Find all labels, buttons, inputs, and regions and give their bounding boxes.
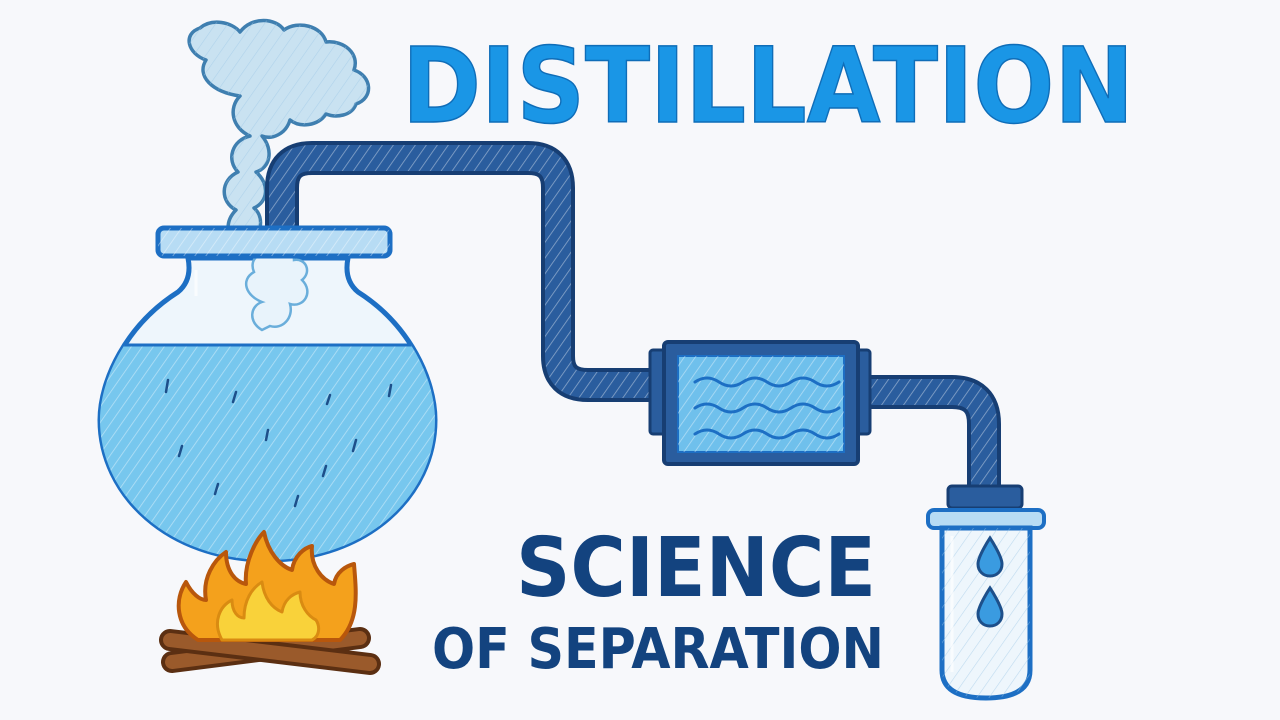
- page-title: DISTILLATION: [402, 25, 1134, 147]
- subtitle-science: SCIENCE: [516, 521, 876, 616]
- outlet-pipe: [858, 375, 1001, 492]
- condenser-icon: [648, 340, 872, 466]
- flame-icon: [159, 530, 381, 675]
- round-bottom-flask-icon: [97, 225, 438, 563]
- delivery-pipe: [265, 141, 660, 402]
- steam-cloud-icon: [187, 18, 371, 252]
- test-tube-icon: [926, 484, 1046, 701]
- subtitle-separation: OF SEPARATION: [432, 617, 884, 682]
